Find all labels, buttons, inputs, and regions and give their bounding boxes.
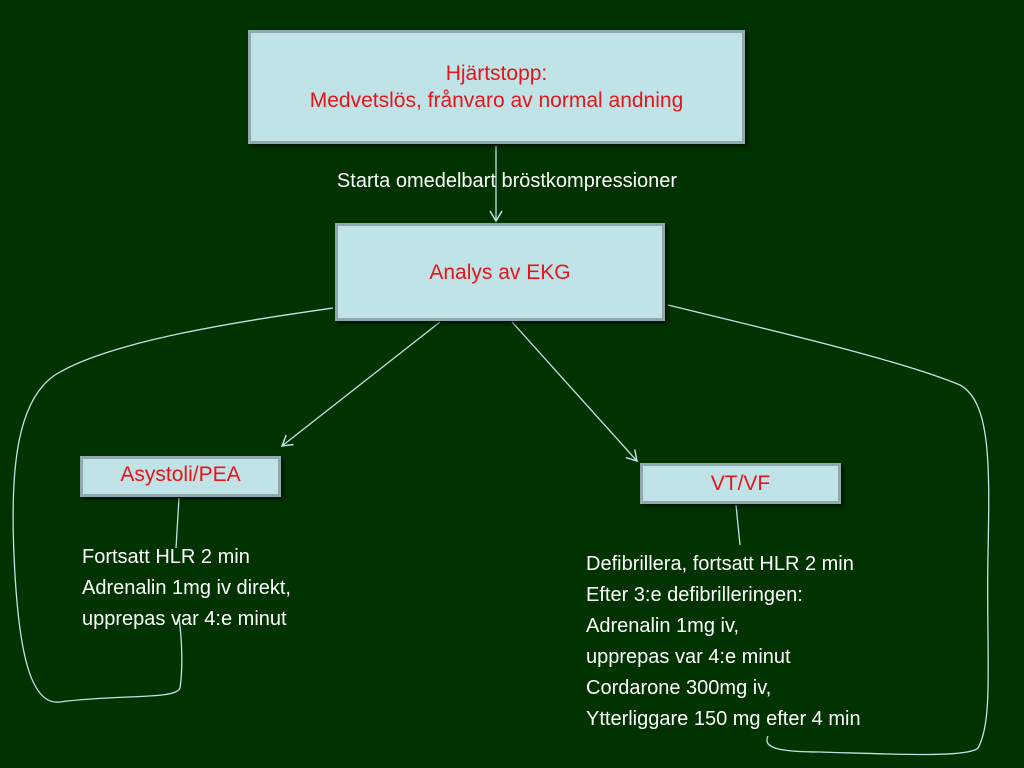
vtvf-step: Ytterliggare 150 mg efter 4 min [586,708,861,730]
vtvf-step: Cordarone 300mg iv, [586,677,772,699]
loop-vtvf [667,304,990,756]
start-box: Hjärtstopp: Medvetslös, frånvaro av norm… [248,30,745,144]
asystole-step: Fortsatt HLR 2 min [82,546,250,568]
arrow-ekg-to-vtvf [511,321,638,463]
vtvf-step: Efter 3:e defibrilleringen: [586,584,803,606]
start-box-title: Hjärtstopp: [445,62,548,85]
vtvf-step: upprepas var 4:e minut [586,646,791,668]
start-box-subtitle: Medvetslös, frånvaro av normal andning [309,89,684,112]
arrow-ekg-to-asystole [280,321,441,447]
asystole-box: Asystoli/PEA [80,456,281,497]
vtvf-steps: Defibrillera, fortsatt HLR 2 min Efter 3… [586,549,861,735]
asystole-step: upprepas var 4:e minut [82,608,287,630]
vtvf-step: Defibrillera, fortsatt HLR 2 min [586,553,854,575]
asystole-step: Adrenalin 1mg iv direkt, [82,577,291,599]
asystole-steps: Fortsatt HLR 2 min Adrenalin 1mg iv dire… [82,542,291,635]
vtvf-step: Adrenalin 1mg iv, [586,615,740,637]
ekg-box: Analys av EKG [335,223,665,321]
connector-label: Starta omedelbart bröstkompressioner [336,170,678,192]
vtvf-box-label: VT/VF [710,472,771,495]
asystole-box-label: Asystoli/PEA [120,463,241,486]
ekg-box-label: Analys av EKG [429,260,571,284]
loop-asystole [12,307,334,703]
vtvf-box: VT/VF [640,463,841,504]
